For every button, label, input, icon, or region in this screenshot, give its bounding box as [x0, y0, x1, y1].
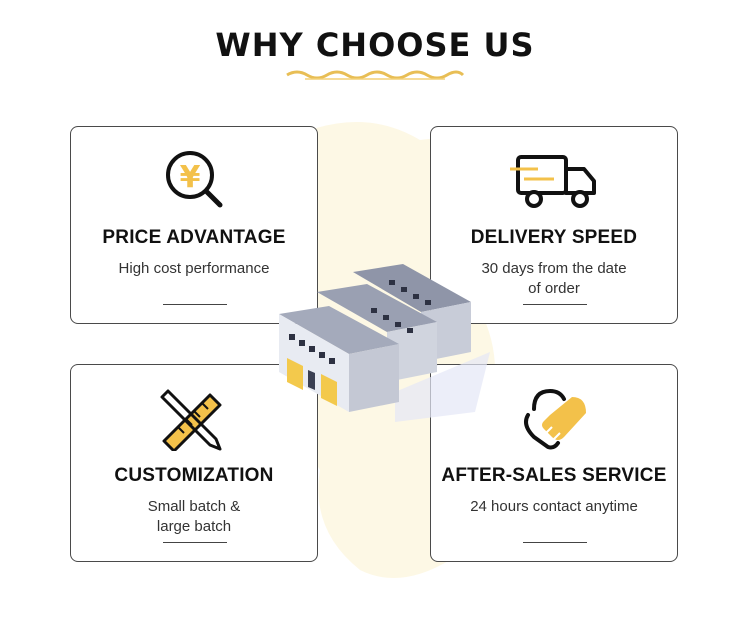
delivery-truck-icon — [431, 147, 677, 213]
svg-text:¥: ¥ — [180, 160, 201, 195]
card-heading: AFTER-SALES SERVICE — [441, 465, 667, 486]
card-divider — [523, 304, 587, 305]
feature-card-customization: CUSTOMIZATION Small batch & large batch — [70, 364, 318, 562]
card-description: Small batch & large batch — [147, 498, 241, 535]
card-divider — [523, 542, 587, 543]
title-underline-wave — [286, 70, 465, 80]
card-heading: DELIVERY SPEED — [470, 227, 638, 248]
card-divider — [163, 542, 227, 543]
handshake-icon — [431, 385, 677, 451]
card-heading: PRICE ADVANTAGE — [102, 227, 286, 248]
feature-card-delivery: DELIVERY SPEED 30 days from the date of … — [430, 126, 678, 324]
page-title: WHY CHOOSE US — [215, 26, 535, 64]
yen-magnifier-icon: ¥ — [71, 147, 317, 213]
factory-warehouse-illustration — [279, 264, 490, 422]
pencil-ruler-icon — [71, 385, 317, 451]
card-divider — [163, 304, 227, 305]
card-description: 30 days from the date of order — [481, 260, 627, 297]
feature-card-price: ¥ PRICE ADVANTAGE High cost performance — [70, 126, 318, 324]
card-heading: CUSTOMIZATION — [114, 465, 274, 486]
card-description: 24 hours contact anytime — [470, 498, 638, 515]
card-description: High cost performance — [118, 260, 270, 277]
